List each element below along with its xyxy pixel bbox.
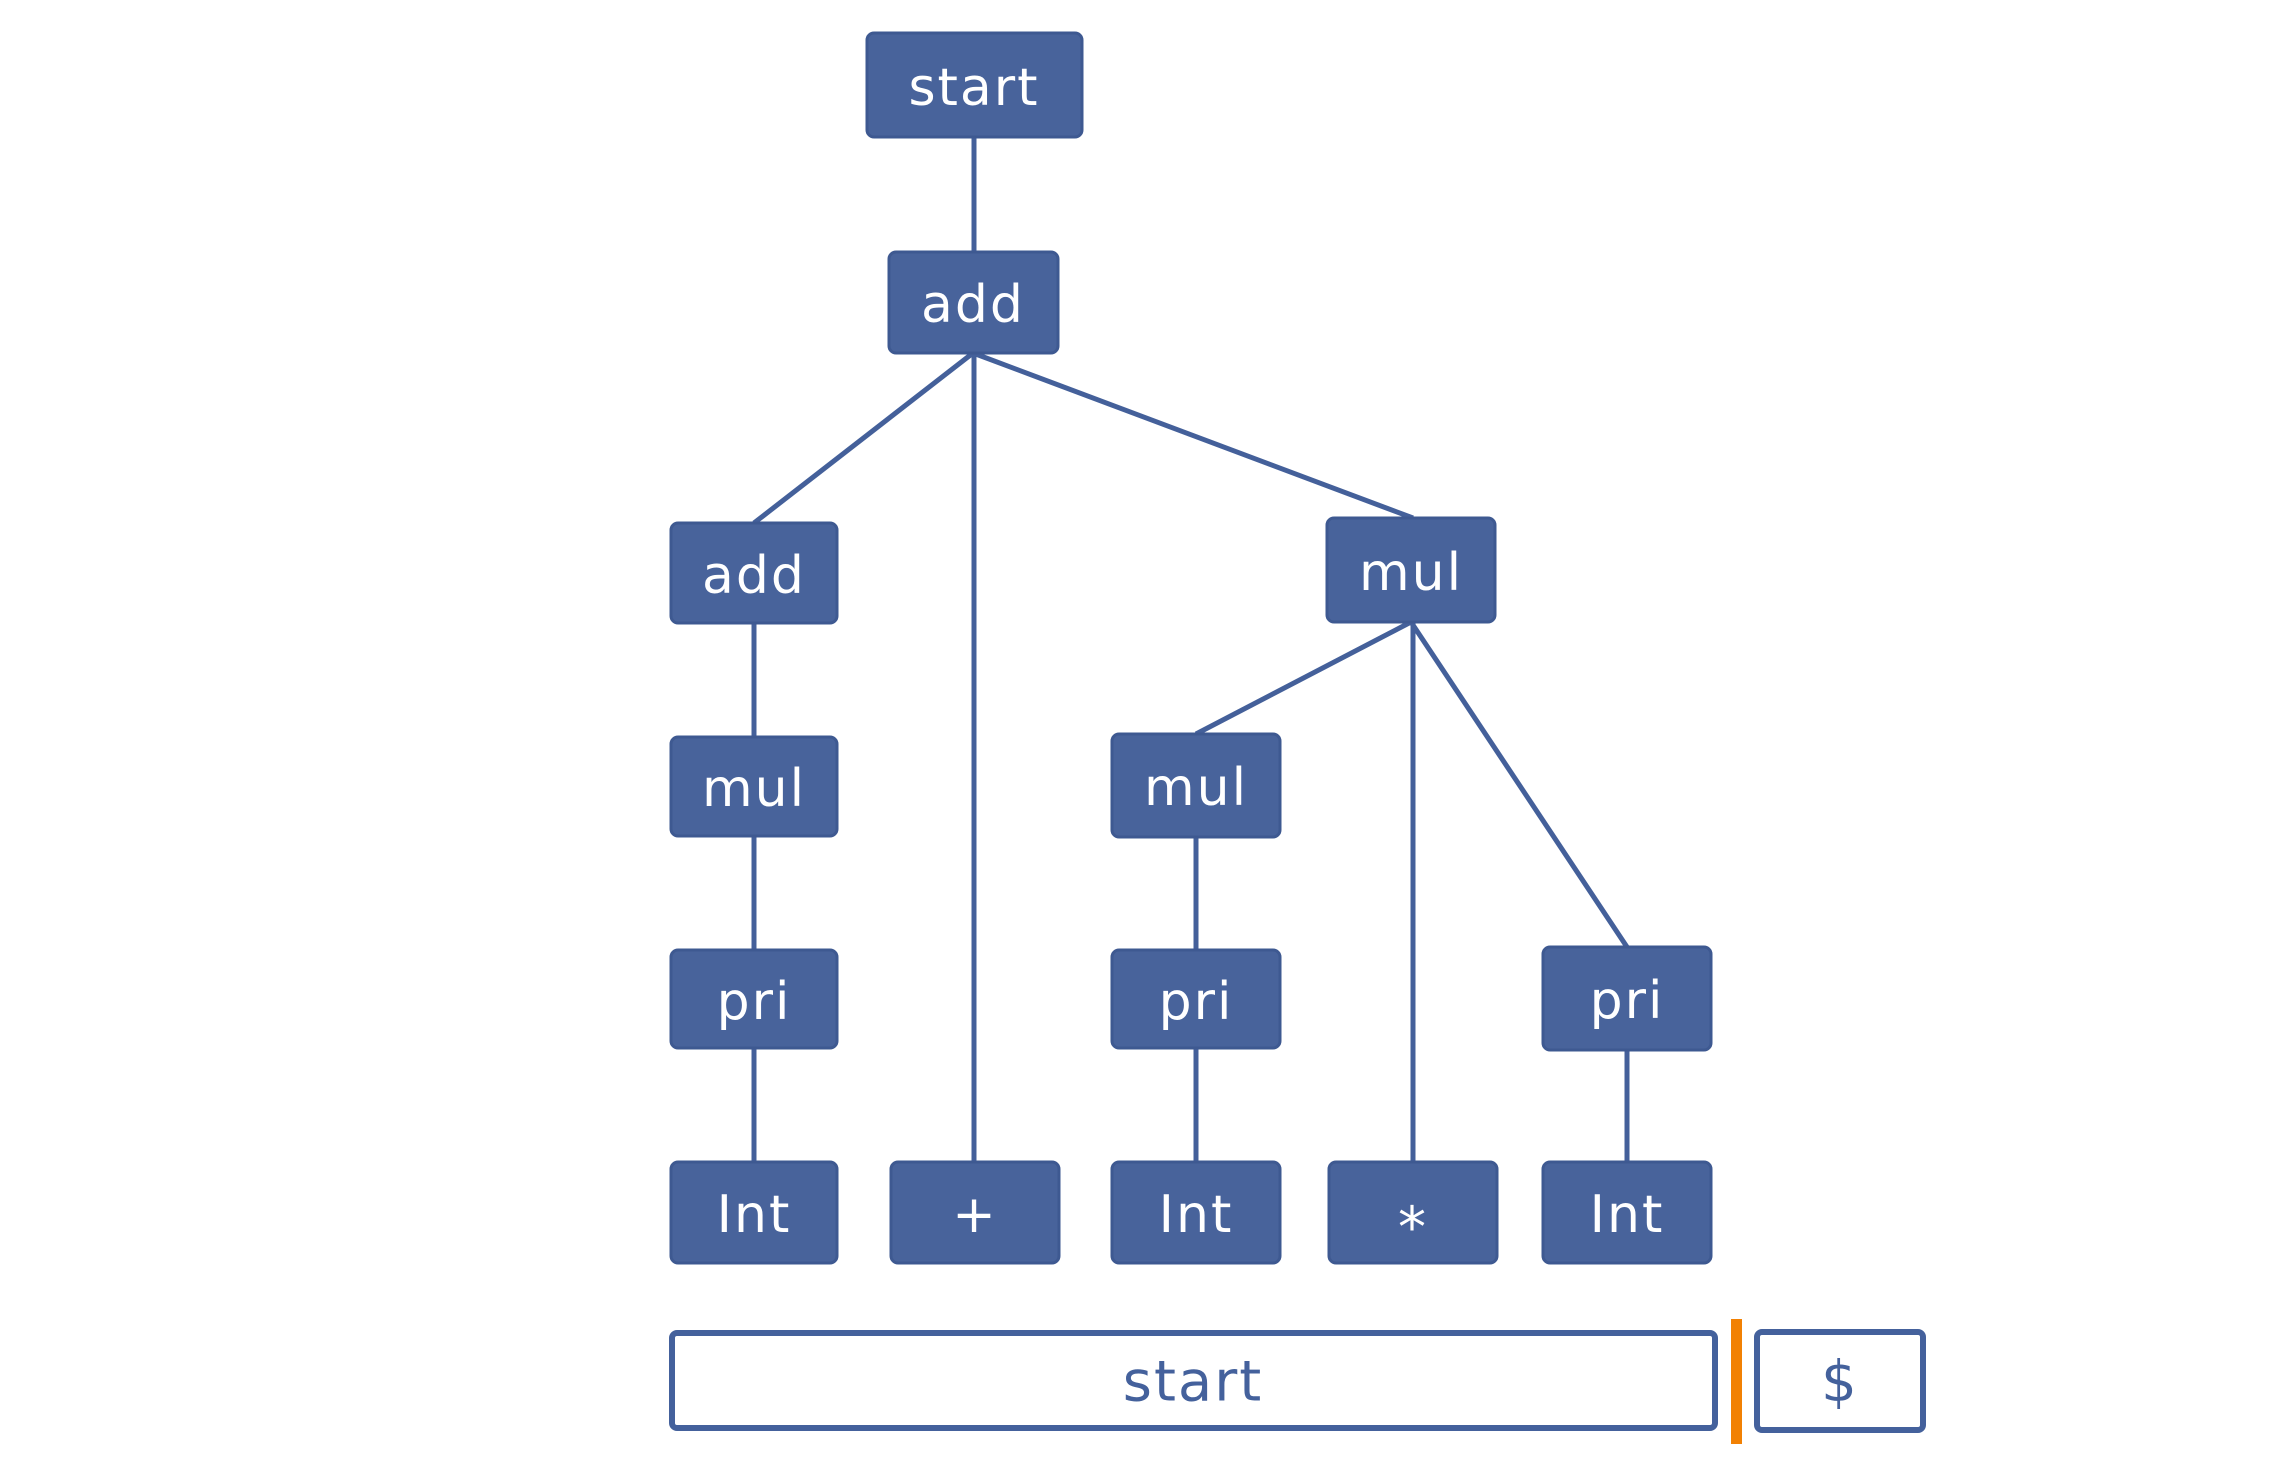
edge-add-top--add-left [752, 351, 975, 525]
node-box [1110, 732, 1282, 839]
node-box [669, 1160, 839, 1265]
node-box [1325, 516, 1497, 624]
parse-strip: start $ [669, 1319, 1926, 1444]
node-label: mul [702, 759, 806, 819]
edge-mul-right--pri-right [1408, 620, 1630, 949]
node-label: pri [1159, 972, 1234, 1032]
node-box [669, 948, 839, 1050]
node-pri-center: pri [1110, 948, 1282, 1050]
node-int-left: Int [669, 1160, 839, 1265]
input-cursor-bar [1731, 1319, 1742, 1444]
node-label: Int [717, 1185, 792, 1245]
node-mul-center: mul [1110, 732, 1282, 839]
node-box [887, 250, 1060, 355]
node-plus-terminal: + [889, 1160, 1061, 1265]
node-star-terminal: * [1327, 1160, 1499, 1265]
node-add-top: add [887, 250, 1060, 355]
node-label: + [952, 1185, 998, 1245]
node-label: add [702, 546, 806, 606]
node-box [1541, 945, 1713, 1052]
node-label: pri [717, 972, 792, 1032]
node-label: add [921, 275, 1025, 335]
node-box [669, 735, 839, 838]
node-label: * [1398, 1196, 1428, 1261]
stack-symbol-box [669, 1330, 1718, 1431]
node-box [865, 31, 1084, 139]
node-box [1327, 1160, 1499, 1265]
node-box [1110, 948, 1282, 1050]
edge-add-top--mul-right [972, 350, 1414, 521]
node-label: start [908, 58, 1039, 118]
node-box [1110, 1160, 1282, 1265]
node-label: pri [1590, 971, 1665, 1031]
stack-symbol-label: start [1123, 1350, 1263, 1415]
node-int-right: Int [1541, 1160, 1713, 1265]
node-mul-right: mul [1325, 516, 1497, 624]
edge-mul-right--mul-center [1194, 619, 1413, 737]
node-add-left: add [669, 521, 839, 625]
node-label: Int [1590, 1185, 1665, 1245]
node-box [1541, 1160, 1713, 1265]
node-pri-left: pri [669, 948, 839, 1050]
edge-layer [751, 137, 1630, 1162]
node-root-start: start [865, 31, 1084, 139]
node-pri-right: pri [1541, 945, 1713, 1052]
node-mul-left: mul [669, 735, 839, 838]
node-box [669, 521, 839, 625]
node-label: mul [1359, 543, 1463, 603]
end-marker-label: $ [1821, 1350, 1859, 1415]
node-label: mul [1144, 758, 1248, 818]
end-marker-box [1754, 1329, 1926, 1433]
node-box [889, 1160, 1061, 1265]
node-int-center: Int [1110, 1160, 1282, 1265]
node-label: Int [1159, 1185, 1234, 1245]
